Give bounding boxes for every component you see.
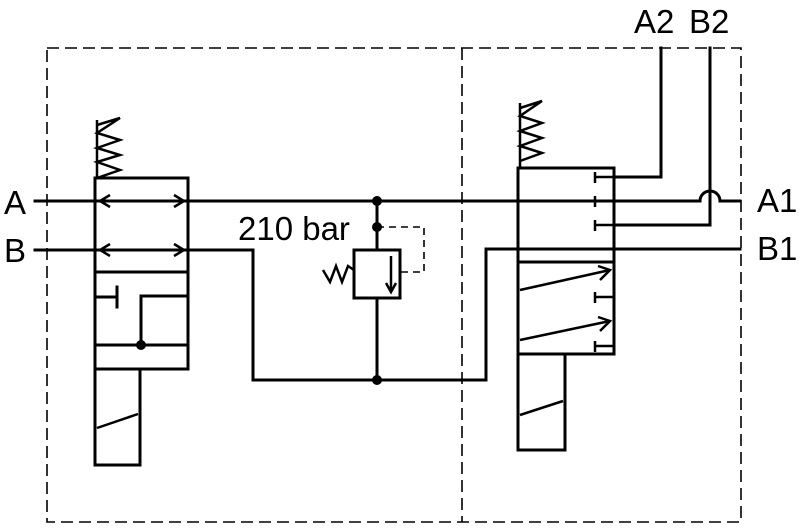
port-label-b2: B2 [689,3,729,40]
left-valve-junction [136,340,146,350]
port-label-b: B [4,232,26,269]
right-directional-valve [516,99,616,452]
junction-a [372,196,382,206]
port-label-a: A [4,184,26,221]
port-labels: A B A1 B1 A2 B2 210 bar [4,3,797,269]
relief-valve-spring-icon [321,262,355,286]
module-boundaries [46,47,742,523]
left-valve-solenoid-icon [93,367,142,467]
line-a2 [612,46,663,179]
port-label-a2: A2 [634,3,674,40]
right-valve-solenoid-icon [516,352,567,452]
main-lines [33,46,742,385]
port-label-a1: A1 [757,182,797,219]
left-valve-spring-icon [92,116,125,180]
left-directional-valve [92,116,190,467]
port-label-b1: B1 [757,230,797,267]
relief-valve [321,226,425,300]
junction-b [372,375,382,385]
relief-pressure-label: 210 bar [238,210,350,247]
relief-valve-body [352,248,402,300]
right-valve-spring-icon [516,99,546,163]
line-b2 [612,46,712,227]
line-b [33,247,742,382]
outer-module-boundary [46,47,742,523]
